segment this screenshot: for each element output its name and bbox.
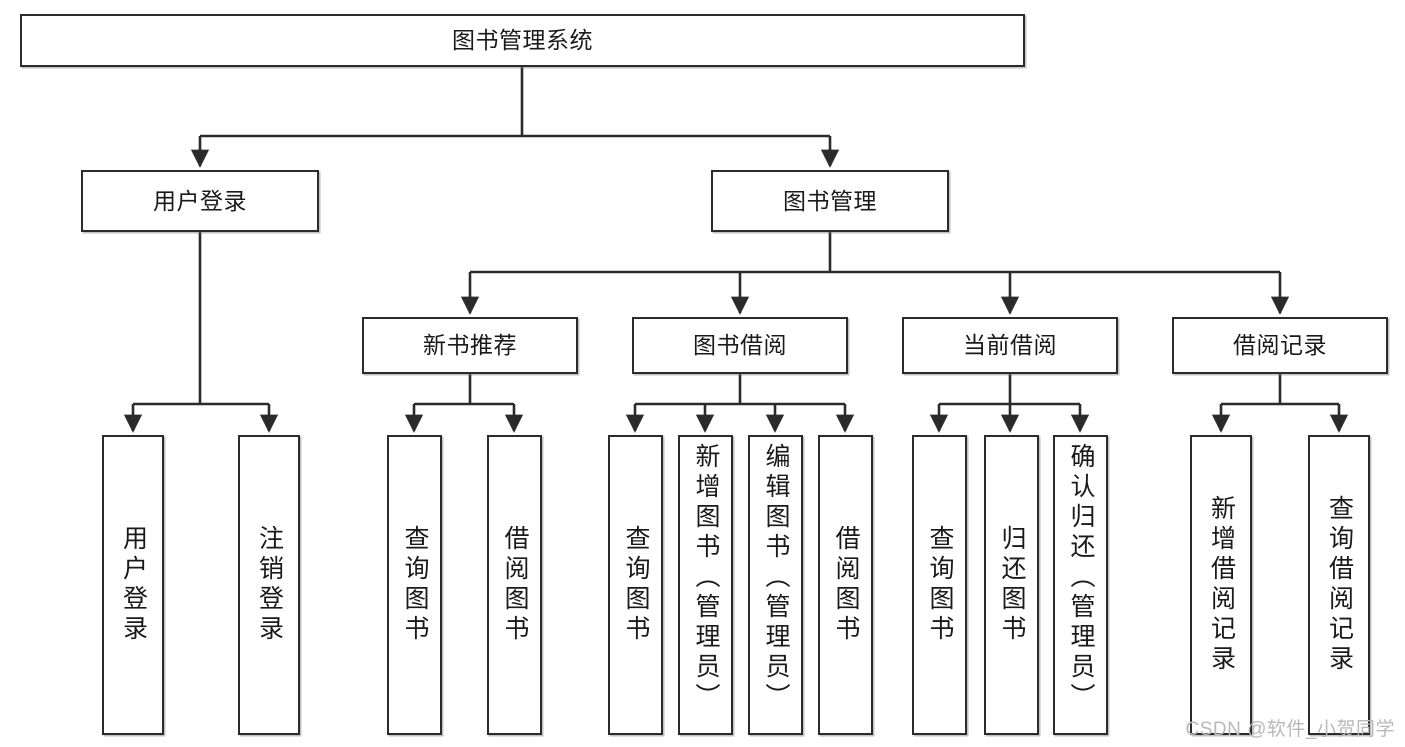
node-user-login[interactable]: 用户登录 [81,170,319,232]
node-leaf-query-book-2[interactable]: 查询图书 [608,435,663,735]
node-root-label: 图书管理系统 [452,27,593,54]
node-book-borrow[interactable]: 图书借阅 [632,317,848,374]
node-leaf-edit-book-label: 编辑图书（管理员） [762,443,790,713]
node-leaf-query-record[interactable]: 查询借阅记录 [1308,435,1370,735]
node-leaf-query-book-1[interactable]: 查询图书 [387,435,442,735]
node-leaf-confirm-return-label: 确认归还（管理员） [1067,443,1095,713]
node-leaf-edit-book[interactable]: 编辑图书（管理员） [748,435,803,735]
node-borrow-record[interactable]: 借阅记录 [1172,317,1388,374]
node-leaf-return-book[interactable]: 归还图书 [984,435,1039,735]
node-current-borrow-label: 当前借阅 [963,332,1057,359]
node-leaf-add-record[interactable]: 新增借阅记录 [1190,435,1252,735]
node-leaf-confirm-return[interactable]: 确认归还（管理员） [1053,435,1108,735]
node-current-borrow[interactable]: 当前借阅 [902,317,1118,374]
node-leaf-query-book-3[interactable]: 查询图书 [912,435,967,735]
node-leaf-query-book-2-label: 查询图书 [622,525,650,645]
node-book-manage[interactable]: 图书管理 [711,170,949,232]
node-user-login-label: 用户登录 [153,187,247,214]
node-leaf-user-login[interactable]: 用户登录 [102,435,164,735]
node-new-book-rec-label: 新书推荐 [423,332,517,359]
node-borrow-record-label: 借阅记录 [1233,332,1327,359]
node-leaf-query-book-3-label: 查询图书 [926,525,954,645]
node-leaf-borrow-book-1-label: 借阅图书 [501,525,529,645]
node-leaf-user-login-label: 用户登录 [119,525,148,645]
node-leaf-add-book[interactable]: 新增图书（管理员） [678,435,733,735]
node-leaf-borrow-book-2-label: 借阅图书 [832,525,860,645]
node-root[interactable]: 图书管理系统 [20,14,1025,67]
node-leaf-query-record-label: 查询借阅记录 [1325,495,1354,675]
node-leaf-borrow-book-2[interactable]: 借阅图书 [818,435,873,735]
node-leaf-user-logout[interactable]: 注销登录 [238,435,300,735]
node-leaf-add-book-label: 新增图书（管理员） [692,443,720,713]
csdn-watermark: CSDN @软件_小贺同学 [1185,719,1395,740]
node-new-book-rec[interactable]: 新书推荐 [362,317,578,374]
node-book-borrow-label: 图书借阅 [693,332,787,359]
node-leaf-query-book-1-label: 查询图书 [401,525,429,645]
node-leaf-add-record-label: 新增借阅记录 [1207,495,1236,675]
node-leaf-user-logout-label: 注销登录 [255,525,284,645]
node-book-manage-label: 图书管理 [783,187,877,214]
node-leaf-return-book-label: 归还图书 [998,525,1026,645]
node-leaf-borrow-book-1[interactable]: 借阅图书 [487,435,542,735]
